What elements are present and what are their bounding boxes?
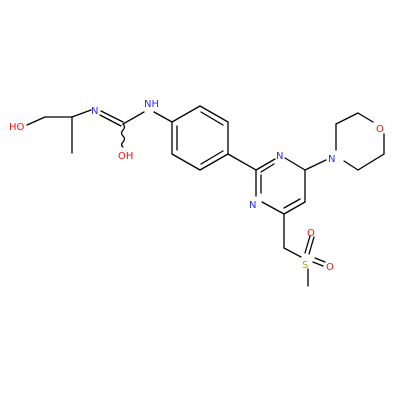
phenyl-bond-4 — [199, 153, 229, 171]
bond-s-o-top-2 — [308, 236, 315, 255]
phenyl-inner-2 — [200, 150, 224, 165]
atom-label-morpholine-o: O — [376, 124, 384, 135]
bond-s-o-right-2 — [312, 261, 324, 267]
morpholine-bond-3 — [357, 112, 374, 123]
bond-c-oh-wavy — [120, 123, 126, 148]
atom-label-sulfur: S — [302, 260, 308, 271]
atom-label-hydroxyl: HO — [9, 122, 25, 133]
atom-label-urea-n: N — [91, 106, 98, 117]
bond-ho-ch2 — [26, 116, 46, 126]
atom-label-sulfonyl-o-right: O — [326, 262, 334, 273]
atom-label-pyrimidine-n-bottom: N — [249, 200, 256, 211]
pyrimidine-inner-2 — [283, 198, 301, 209]
bond-pyrimidine-morpholine — [304, 159, 327, 171]
bond-s-o-top-1 — [304, 235, 311, 254]
pyrimidine-bond-c5-c4 — [283, 201, 306, 215]
morpholine-bond-6 — [343, 160, 359, 171]
phenyl-inner-1 — [200, 111, 224, 126]
bond-lines — [26, 105, 385, 287]
morpholine-bond-5 — [357, 153, 385, 171]
pyrimidine-bond-c2-n1 — [255, 158, 276, 171]
pyrimidine-bond-n1-c6 — [284, 157, 306, 171]
atom-label-pyrimidine-n-top: N — [276, 151, 283, 162]
bond-s-o-right-1 — [314, 257, 326, 263]
morpholine-bond-2 — [335, 112, 359, 125]
bond-nh-phenyl — [153, 111, 173, 123]
bond-ch2-s — [283, 247, 302, 258]
bond-c-nh — [122, 111, 145, 125]
phenyl-bond-5 — [171, 153, 201, 171]
atom-label-urea-oh: OH — [118, 151, 133, 162]
atom-label-morpholine-n: N — [328, 154, 335, 165]
atom-labels: HO N NH OH N N N O S O O — [9, 99, 384, 273]
bond-n-c-2 — [99, 114, 122, 127]
atom-label-sulfonyl-o-top: O — [307, 228, 315, 239]
atom-label-urea-nh: NH — [144, 99, 159, 110]
bond-n-c-1 — [100, 110, 124, 123]
bond-ch-n — [71, 109, 92, 118]
phenyl-bond-2 — [199, 105, 229, 123]
phenyl-bond-1 — [171, 105, 201, 123]
pyrimidine-bond-c4-n3 — [261, 201, 285, 215]
pyrimidine-inner-1 — [260, 163, 275, 173]
bond-phenyl-pyrimidine — [227, 153, 257, 171]
